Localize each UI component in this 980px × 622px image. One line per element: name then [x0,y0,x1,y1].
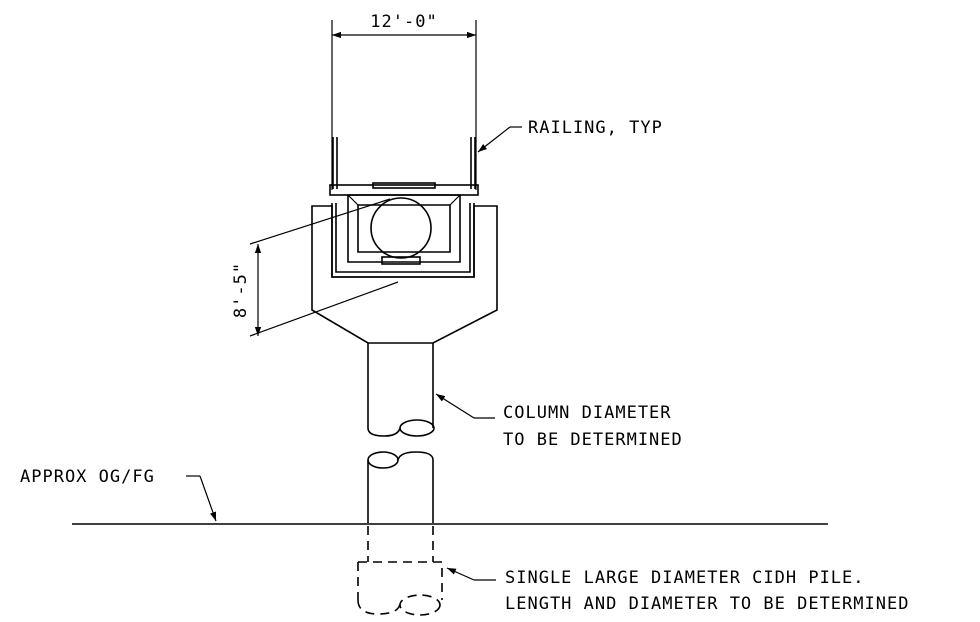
railing-left [332,137,338,189]
width-dimension: 12'-0" [331,12,477,190]
column-lower [367,451,434,523]
pile-callout: SINGLE LARGE DIAMETER CIDH PILE. LENGTH … [446,567,909,614]
railing-label: RAILING, TYP [528,118,663,138]
column-label-line2: TO BE DETERMINED [503,430,683,450]
hollow-core [370,197,432,265]
height-dimension: 8'-5" [231,198,399,337]
railing-callout: RAILING, TYP [477,118,663,153]
width-dimension-label: 12'-0" [370,12,437,32]
column-callout: COLUMN DIAMETER TO BE DETERMINED [435,393,683,450]
column-upper [367,343,435,437]
deck-slab [329,182,479,196]
railing-right [470,137,476,189]
bent-cap [311,205,498,344]
column-label-line1: COLUMN DIAMETER [503,403,672,423]
cidh-pile [357,526,443,616]
cap-lining [331,203,475,278]
box-girder [347,194,461,263]
pile-label-line2: LENGTH AND DIAMETER TO BE DETERMINED [505,594,909,614]
height-dimension-label: 8'-5" [231,262,251,318]
ground-label: APPROX OG/FG [20,467,155,487]
ground-callout: APPROX OG/FG [20,467,217,522]
pile-label-line1: SINGLE LARGE DIAMETER CIDH PILE. [505,568,865,588]
